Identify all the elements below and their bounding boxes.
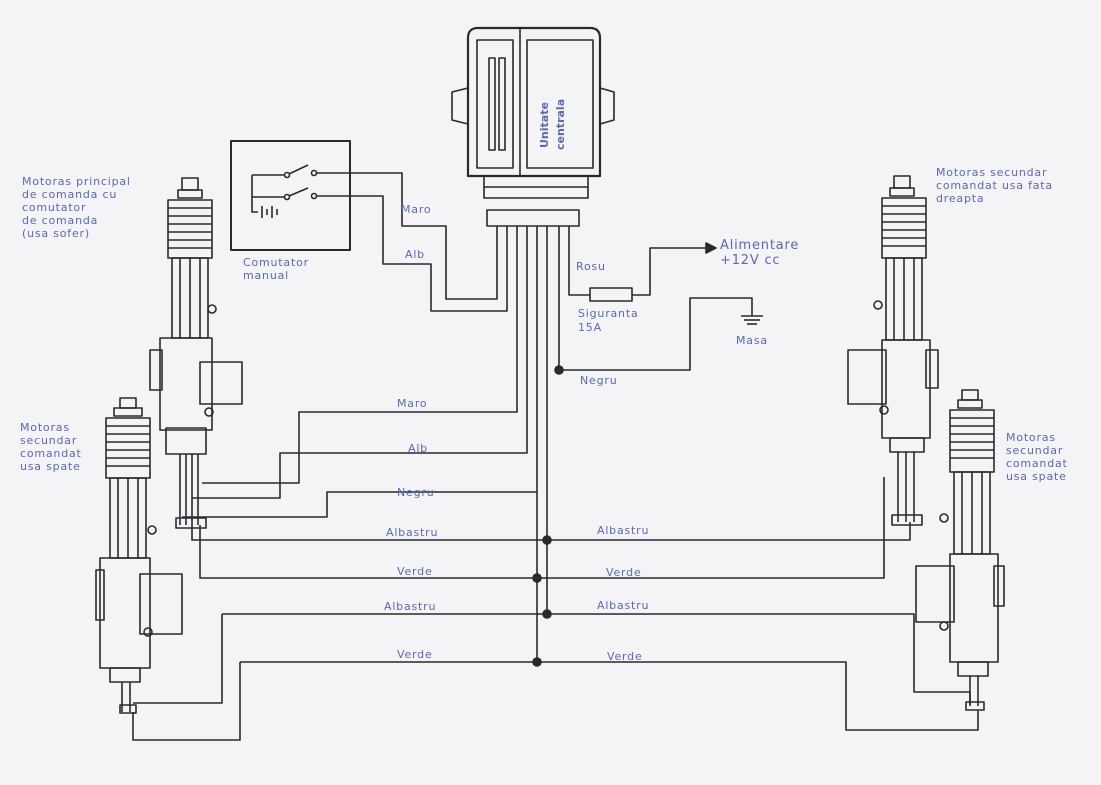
front-right-motor-drawing (847, 175, 939, 526)
rear-left-motor-drawing (95, 397, 183, 714)
wire-label-blue-left-2: Albastru (384, 600, 437, 613)
wire-label-black-ground: Negru (580, 374, 618, 387)
wire-label-green-right-1: Verde (606, 566, 642, 579)
main-motor-drawing (149, 177, 243, 529)
wire-label-main-white: Alb (408, 442, 428, 455)
wire-label-main-black: Negru (397, 486, 435, 499)
rear-right-motor-drawing (915, 389, 1005, 711)
wire-label-blue-right-1: Albastru (597, 524, 650, 537)
wire-label-green-left-2: Verde (397, 648, 433, 661)
central-unit-label-1: Unitate (538, 102, 551, 148)
manual-switch-label: Comutator manual (243, 256, 309, 282)
wire-label-blue-right-2: Albastru (597, 599, 650, 612)
power-supply-label: Alimentare +12V cc (720, 238, 800, 268)
main-motor-label: Motoras principal de comanda cu comutato… (22, 175, 131, 240)
rear-right-motor-label: Motoras secundar comandat usa spate (1006, 431, 1068, 483)
wire-label-switch-brown: Maro (401, 203, 432, 216)
manual-switch (230, 140, 508, 312)
wire-label-switch-white: Alb (405, 248, 425, 261)
fuse-label: Siguranta 15A (578, 307, 639, 334)
wire-label-red: Rosu (576, 260, 606, 273)
bus-wires (132, 226, 979, 741)
wire-label-blue-left-1: Albastru (386, 526, 439, 539)
wire-label-main-brown: Maro (397, 397, 428, 410)
front-right-motor-label: Motoras secundar comandat usa fata dreap… (936, 166, 1053, 205)
central-unit (451, 26, 615, 227)
power-section (554, 226, 763, 375)
central-unit-label-2: centrala (554, 98, 567, 150)
rear-left-motor-label: Motoras secundar comandat usa spate (20, 421, 82, 473)
wire-label-green-left-1: Verde (397, 565, 433, 578)
wire-label-green-right-2: Verde (607, 650, 643, 663)
ground-label: Masa (736, 334, 768, 347)
